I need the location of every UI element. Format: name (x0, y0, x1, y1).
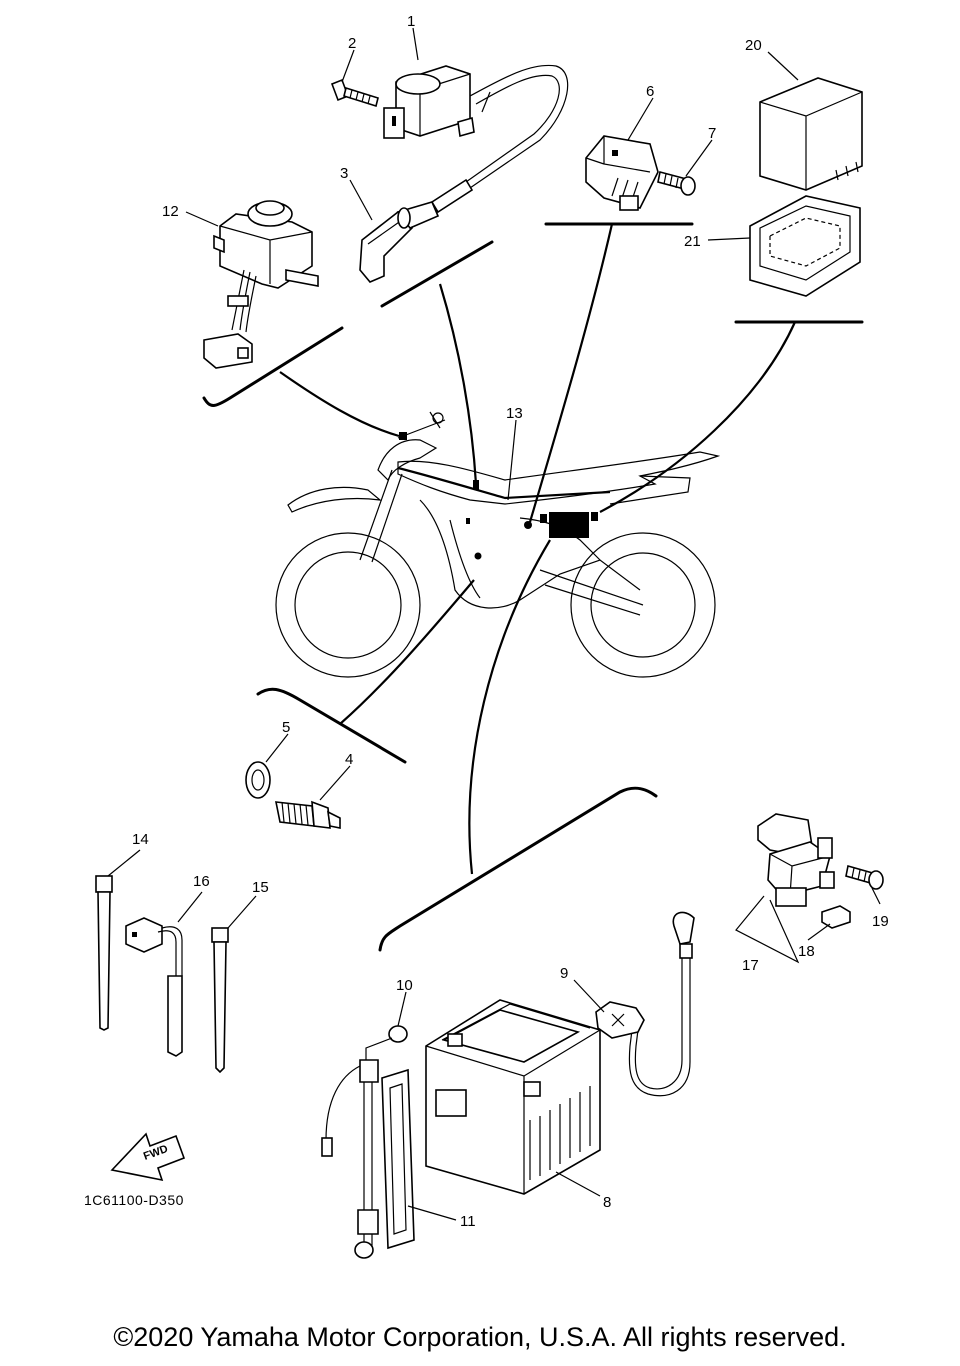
callout-2: 2 (348, 35, 356, 52)
callout-4: 4 (345, 751, 353, 768)
group-leaders (202, 222, 864, 952)
callout-17: 17 (742, 957, 759, 974)
neutral-switch[interactable] (275, 800, 341, 829)
callout-19: 19 (872, 913, 889, 930)
callout-11: 11 (460, 1213, 476, 1230)
callout-20: 20 (745, 37, 762, 54)
callout-14: 14 (132, 831, 149, 848)
cable-tie-long[interactable] (95, 875, 113, 1031)
callout-21: 21 (684, 233, 701, 250)
wire-lead[interactable] (125, 917, 183, 1057)
cdi-holder[interactable] (749, 195, 861, 297)
callout-18: 18 (798, 943, 815, 960)
spark-plug-cap[interactable] (359, 201, 440, 283)
callout-3: 3 (340, 165, 348, 182)
cable-tie-short[interactable] (211, 927, 229, 1074)
ignition-coil[interactable] (383, 64, 569, 214)
callout-5: 5 (282, 719, 290, 736)
battery-cable[interactable] (595, 911, 695, 1097)
callout-9: 9 (560, 965, 568, 982)
copyright-notice: ©2020 Yamaha Motor Corporation, U.S.A. A… (113, 1322, 847, 1352)
callout-6: 6 (646, 83, 654, 100)
callout-leaders (107, 27, 881, 1221)
fwd-arrow: FWD (110, 1132, 186, 1182)
callout-15: 15 (252, 879, 269, 896)
callout-8: 8 (603, 1194, 611, 1211)
callout-numbers: 1 2 3 4 5 6 7 8 9 10 11 12 13 14 15 16 1… (132, 13, 889, 1230)
callout-16: 16 (193, 873, 210, 890)
callout-13: 13 (506, 405, 523, 422)
coil-bolt[interactable] (330, 78, 379, 108)
rectifier-regulator[interactable] (585, 135, 659, 211)
cdi-unit[interactable] (759, 77, 863, 191)
motorcycle-outline (275, 411, 721, 678)
callout-1: 1 (407, 13, 415, 30)
fuse[interactable] (821, 905, 851, 929)
regulator-bolt[interactable] (657, 171, 696, 196)
starter-relay[interactable] (757, 813, 835, 907)
starter-switch[interactable] (203, 200, 319, 369)
battery[interactable] (425, 999, 601, 1195)
callout-10: 10 (396, 977, 413, 994)
battery-band[interactable] (381, 1068, 415, 1250)
relay-bolt[interactable] (845, 864, 884, 890)
callout-12: 12 (162, 203, 179, 220)
drawing-code: 1C61100-D350 (84, 1192, 184, 1208)
callout-7: 7 (708, 125, 716, 142)
gasket[interactable] (245, 761, 271, 799)
battery-lead[interactable] (321, 1025, 408, 1259)
